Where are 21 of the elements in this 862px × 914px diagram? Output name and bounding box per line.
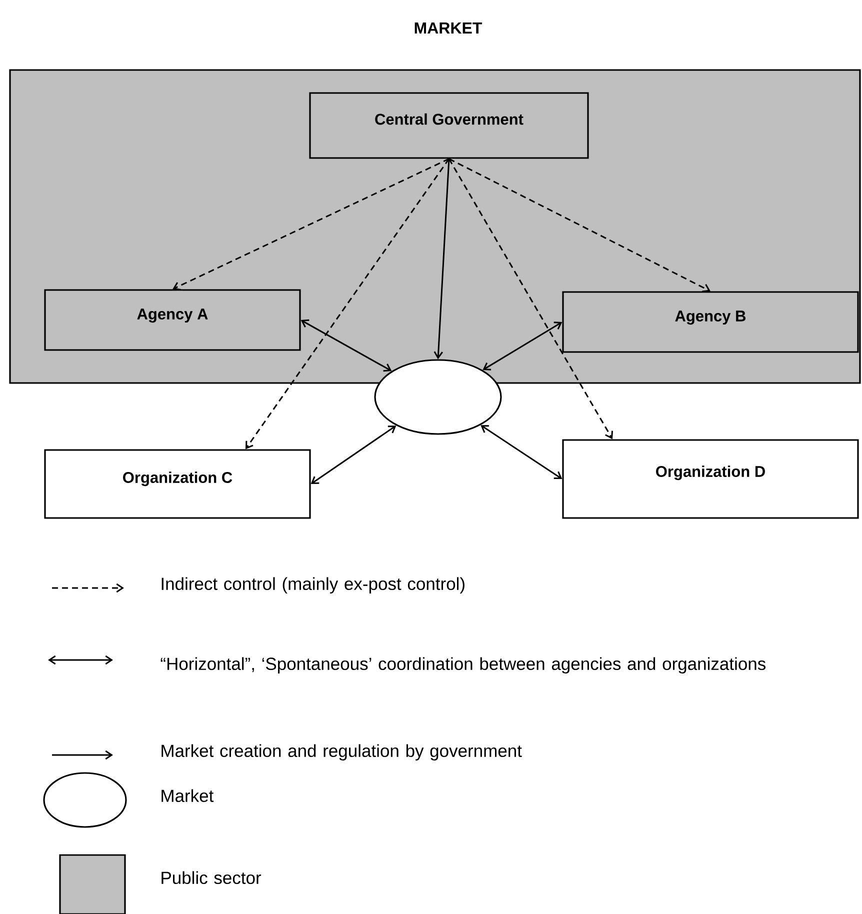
government-box: Central Government [309, 92, 589, 159]
legend-text: “Horizontal”, ‘Spontaneous’ coordination between agencies and organizations [160, 657, 766, 674]
organization-box: Organization D [562, 439, 859, 519]
arrow [482, 322, 562, 370]
arrow [480, 425, 562, 480]
arrow [448, 158, 710, 292]
arrow [246, 158, 450, 450]
arrow [434, 158, 450, 360]
legend-text: Indirect control (mainly ex-post control) [162, 577, 464, 594]
legend-text: Market creation and regulation by government [162, 744, 522, 761]
arrow [448, 158, 613, 440]
agency-box: Agency A [44, 289, 301, 351]
title: MARKET [414, 22, 482, 34]
arrow [310, 426, 396, 484]
organization-box: Organization C [44, 449, 311, 519]
agency-box: Agency B [562, 291, 859, 353]
arrow [300, 319, 392, 372]
market-ellipse [374, 359, 502, 435]
arrow [172, 158, 450, 290]
legend-text: Market [162, 789, 214, 802]
legend-text: Public sector [162, 871, 262, 884]
